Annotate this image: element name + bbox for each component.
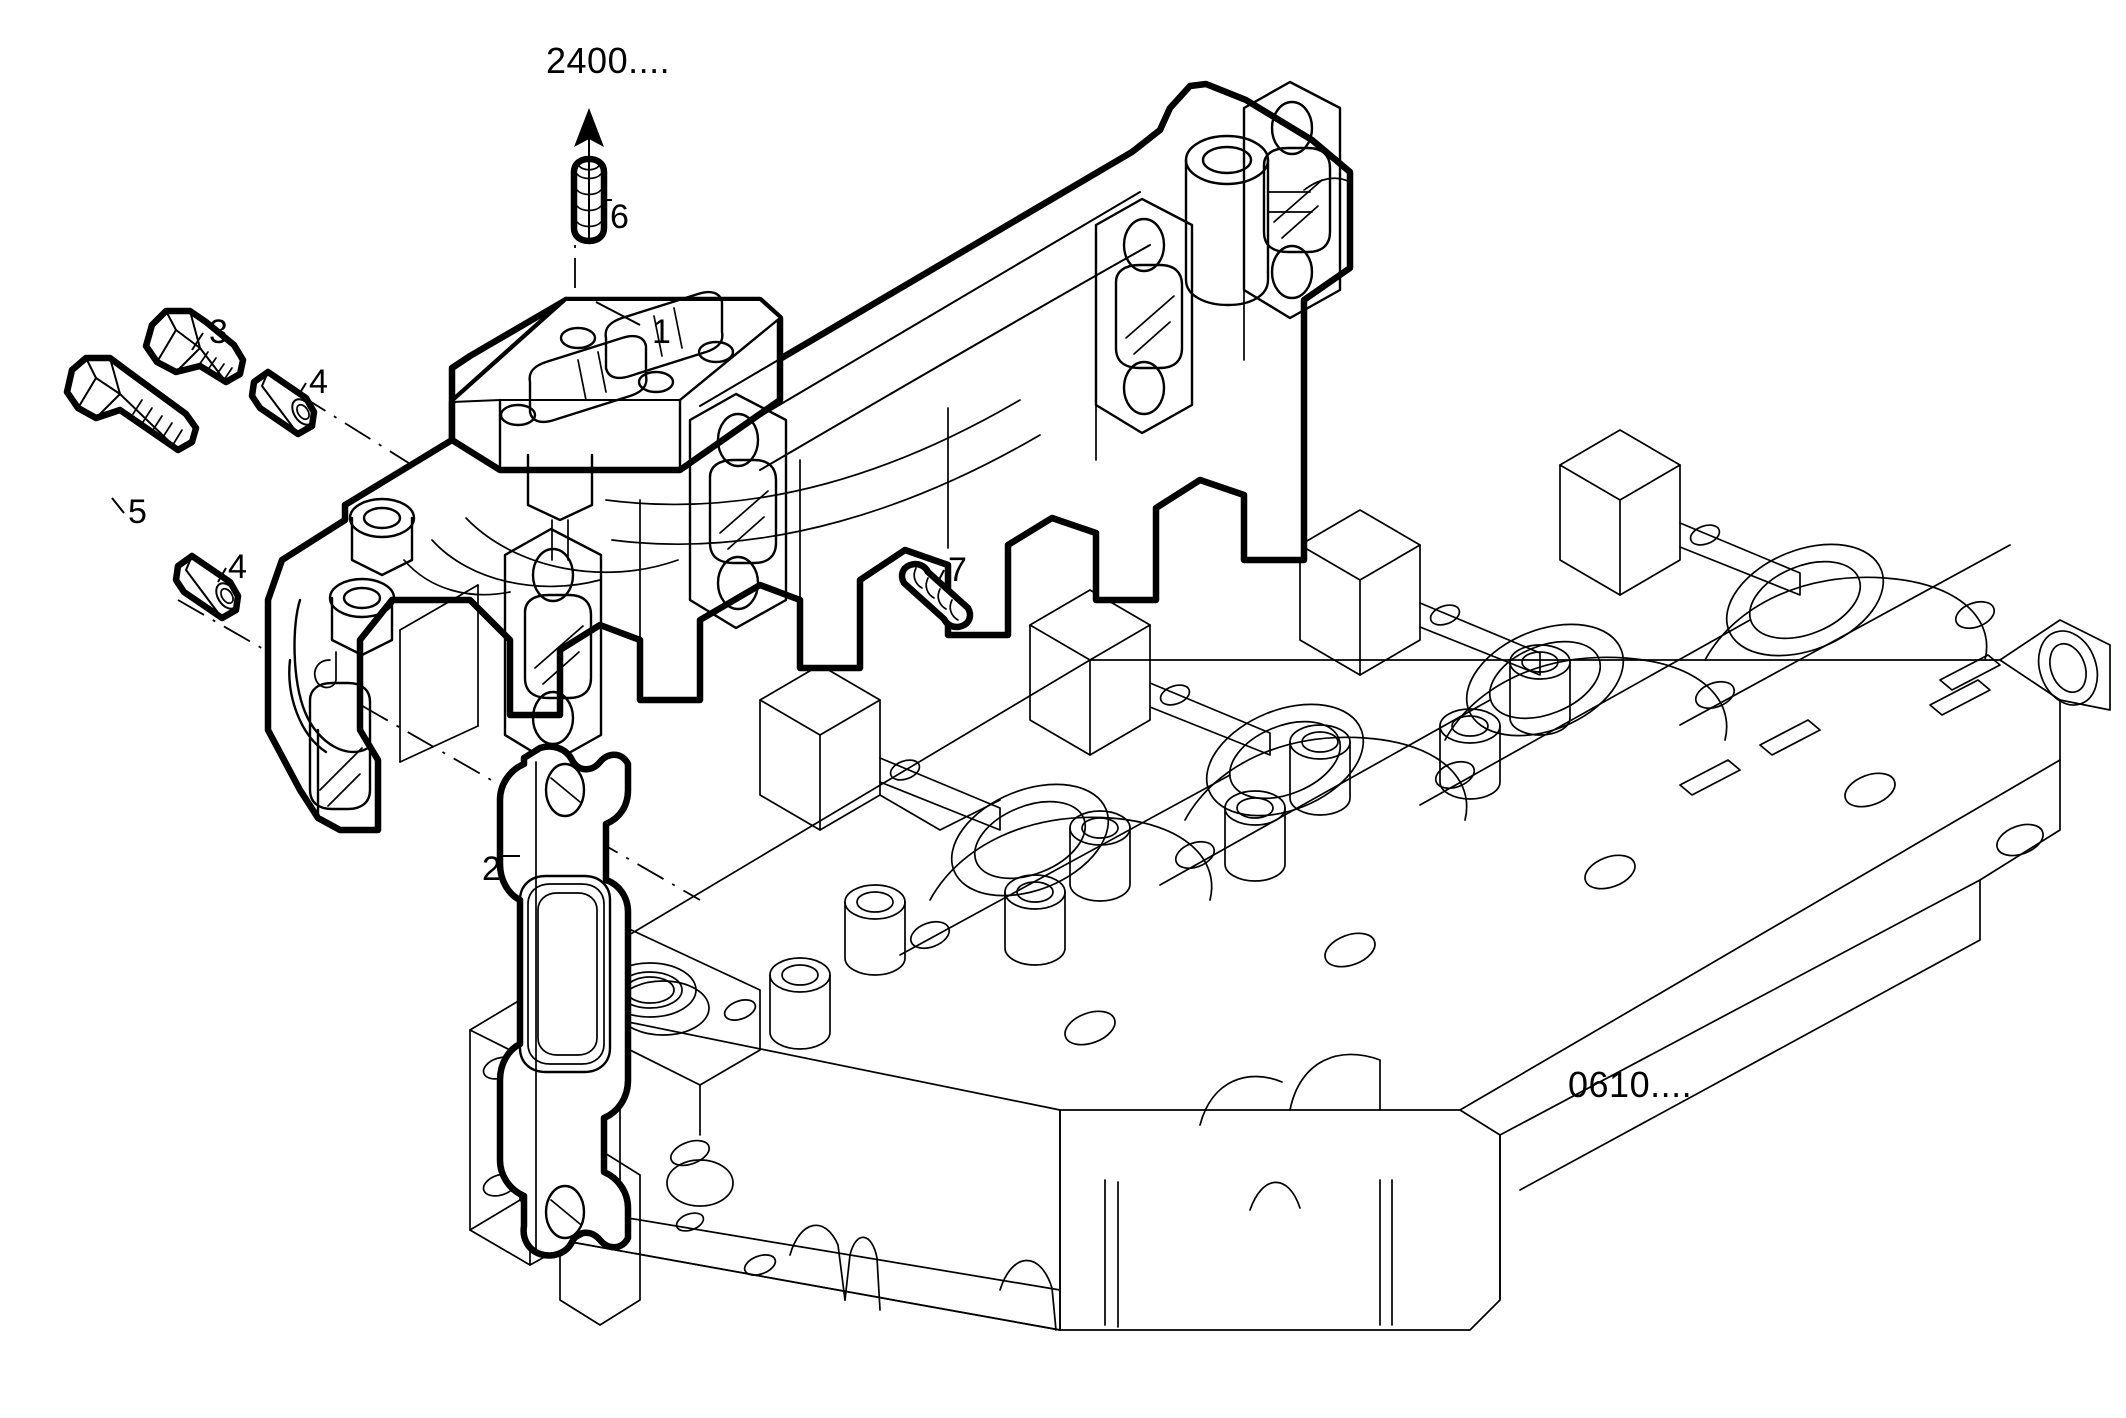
item-number-1: 1 — [652, 313, 671, 351]
manifold-port-flange-2 — [688, 392, 788, 630]
item-number-6: 6 — [610, 198, 629, 236]
manifold-left-end — [288, 497, 416, 820]
threaded-stud — [898, 560, 974, 631]
head-deck-holes — [909, 600, 2044, 1046]
spacer-sleeve-lower — [172, 552, 242, 622]
spacer-sleeve-upper — [248, 368, 318, 438]
item-number-4-lower: 4 — [228, 548, 247, 586]
cam-journal-bores — [950, 543, 1885, 897]
item-number-7: 7 — [948, 551, 967, 589]
group-ref-2400: 2400.... — [546, 40, 671, 81]
item-number-3: 3 — [209, 313, 228, 351]
manifold-gasket — [496, 743, 632, 1259]
hex-bolt-long — [63, 354, 200, 454]
group-ref-0610: 0610.... — [1568, 1064, 1693, 1105]
item-number-2: 2 — [482, 850, 501, 888]
item-number-4-upper: 4 — [309, 363, 328, 401]
turbo-mounting-flange — [448, 290, 784, 561]
exhaust-manifold — [264, 80, 1354, 834]
item-number-5: 5 — [128, 493, 147, 531]
head-slots — [1679, 654, 2001, 796]
leader-lines — [111, 108, 945, 857]
manifold-body-contours — [399, 134, 1351, 763]
arrow-head-2400 — [574, 108, 604, 147]
head-deck-contours — [899, 544, 2011, 956]
